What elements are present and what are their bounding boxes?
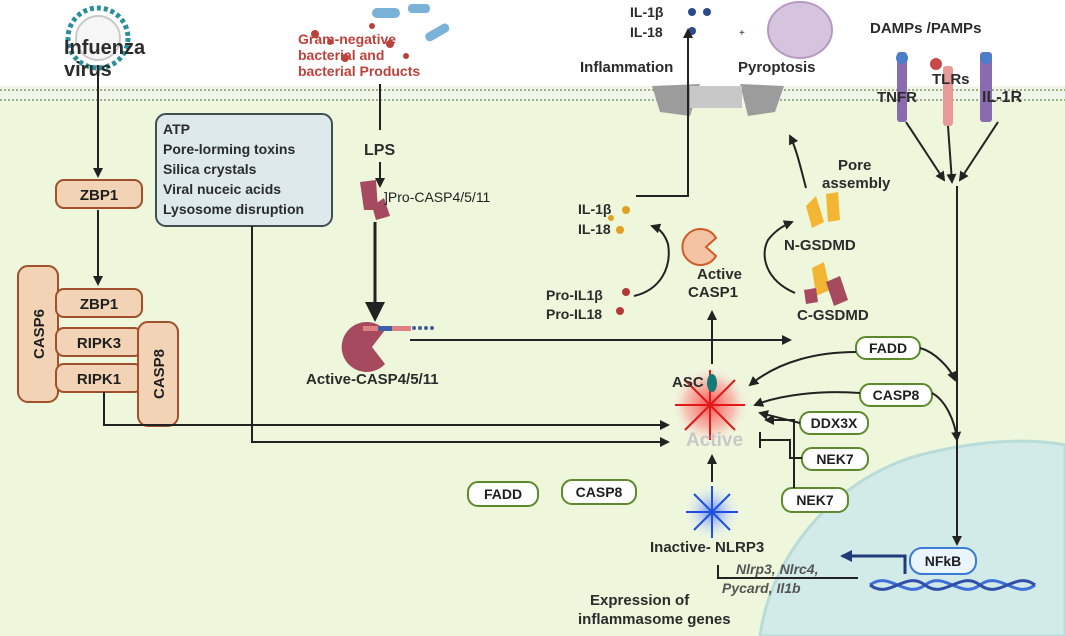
fadd-left-box (467, 481, 539, 507)
inactive-nlrp3-label: Inactive- NLRP3 (650, 539, 764, 556)
nek7-b-box (781, 487, 849, 513)
gsdmd-pore-icon (652, 84, 784, 116)
nfkb-label: NFkB (925, 553, 962, 569)
influenza-virus-icon (65, 5, 131, 71)
arrow (905, 121, 946, 182)
pro-il1b-particle (622, 288, 630, 296)
arrow (763, 220, 796, 294)
nucleus (758, 439, 1065, 636)
casp8-right-label: CASP8 (873, 387, 920, 403)
il1r-receptor-icon (980, 52, 992, 122)
il1b-particle (688, 8, 696, 16)
zbp1-top-label: ZBP1 (80, 187, 118, 204)
gene-line (717, 565, 858, 579)
active-casp-label: Active-CASP4/5/11 (306, 371, 439, 388)
gene-names-label: Nlrp3, Nlrc4,Pycard, Il1b (722, 561, 818, 596)
tlr-receptor-icon (930, 58, 953, 126)
inactive-nlrp3-icon (686, 486, 738, 538)
pyroptotic-cell-icon (767, 1, 833, 59)
arrow (789, 134, 807, 189)
fadd-right-label: FADD (869, 340, 907, 356)
arrow (103, 392, 670, 430)
casp8-left-label: CASP8 (576, 484, 623, 500)
zbp1-top-box (55, 179, 143, 209)
cell-membrane (0, 86, 1065, 102)
bacteria-icon (311, 4, 450, 62)
pyroptosis-label: Pyroptosis (738, 59, 816, 76)
arrow (251, 226, 670, 447)
nek7-b-label: NEK7 (796, 492, 834, 508)
casp8-right-box (859, 383, 933, 407)
plus-sign: + (739, 28, 745, 39)
il1r-label: IL-1R (982, 89, 1022, 106)
active-label: Active (686, 430, 743, 451)
nfkb-box (909, 547, 977, 575)
asc-icon (707, 374, 717, 392)
active-casp-icon (341, 322, 434, 372)
c-gsdmd-icon (804, 262, 848, 306)
trigger-list: ATP Pore-lorming toxins Silica crystals … (163, 121, 304, 217)
il18-mid-label: IL-18 (578, 221, 611, 237)
il1b-particle (622, 206, 630, 214)
nek7-a-label: NEK7 (816, 451, 854, 467)
pro-il1b-label: Pro-IL1β (546, 287, 603, 303)
ripk3-label: RIPK3 (77, 335, 121, 352)
zbp1-box (55, 288, 143, 318)
il18-top-label: IL-18 (630, 24, 663, 40)
arrow (931, 392, 962, 442)
il1b-top-label: IL-1β (630, 4, 664, 20)
fadd-left-label: FADD (484, 486, 522, 502)
arrow (946, 125, 957, 184)
c-gsdmd-label: C-GSDMD (797, 307, 869, 324)
pro-casp-icon (360, 180, 390, 220)
il1b-particle (608, 215, 614, 221)
asc-label: ASC (672, 374, 704, 391)
tlrs-label: TLRs (932, 71, 970, 88)
pro-casp-label: ]Pro-CASP4/5/11 (384, 189, 491, 205)
damps-label: DAMPs /PAMPs (870, 20, 981, 37)
dna-icon (869, 579, 1036, 591)
arrow (633, 223, 670, 297)
il18-particle (616, 226, 624, 234)
arrow (753, 391, 861, 407)
arrow (764, 415, 795, 488)
casp8-left-box (561, 479, 637, 505)
lps-label: LPS (364, 142, 395, 159)
n-gsdmd-label: N-GSDMD (784, 237, 856, 254)
arrow (636, 28, 693, 197)
inhibit-line (760, 439, 802, 459)
casp6-label: CASP6 (31, 309, 48, 359)
casp8-vertical-label: CASP8 (151, 349, 168, 399)
il1b-particle (703, 8, 711, 16)
pro-il18-particle (616, 307, 624, 315)
zbp1-label: ZBP1 (80, 296, 118, 313)
arrow (958, 121, 999, 182)
tnfr-receptor-icon (896, 52, 908, 122)
ripk1-label: RIPK1 (77, 371, 121, 388)
tnfr-label: TNFR (877, 89, 917, 106)
il1b-mid-label: IL-1β (578, 201, 612, 217)
il18-particle (688, 27, 696, 35)
ddx3x-label: DDX3X (811, 415, 858, 431)
casp1-icon (681, 228, 718, 266)
arrow (748, 351, 857, 387)
trigger-list-box (155, 113, 333, 227)
inflammation-label: Inflammation (580, 59, 673, 76)
pro-il18-label: Pro-IL18 (546, 306, 602, 322)
arrow (919, 347, 957, 382)
n-gsdmd-icon (806, 192, 840, 228)
active-nlrp3-icon (675, 370, 745, 440)
transcription-arrow (840, 550, 907, 574)
